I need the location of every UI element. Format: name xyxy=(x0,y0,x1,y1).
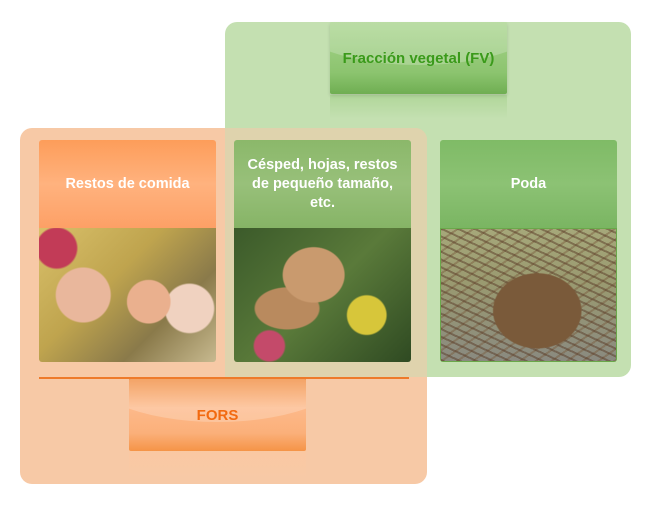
fv-group-label: Fracción vegetal (FV) xyxy=(342,49,495,67)
fors-group-title: FORS xyxy=(129,378,306,451)
card-food-title: Restos de comida xyxy=(39,140,216,228)
fv-group-title: Fracción vegetal (FV) xyxy=(330,22,507,94)
card-grass-title: Césped, hojas, restos de pequeño tamaño,… xyxy=(234,140,411,228)
card-food-scraps: Restos de comida xyxy=(39,140,216,362)
fors-title-reflection xyxy=(129,451,306,479)
card-grass-leaves: Césped, hojas, restos de pequeño tamaño,… xyxy=(234,140,411,362)
card-pruning: Poda xyxy=(440,140,617,362)
fv-title-reflection xyxy=(330,95,507,119)
fors-group-label: FORS xyxy=(196,406,239,424)
pruning-photo-icon xyxy=(440,228,617,362)
food-scraps-photo-icon xyxy=(39,228,216,362)
card-poda-title: Poda xyxy=(440,140,617,228)
leaves-photo-icon xyxy=(234,228,411,362)
